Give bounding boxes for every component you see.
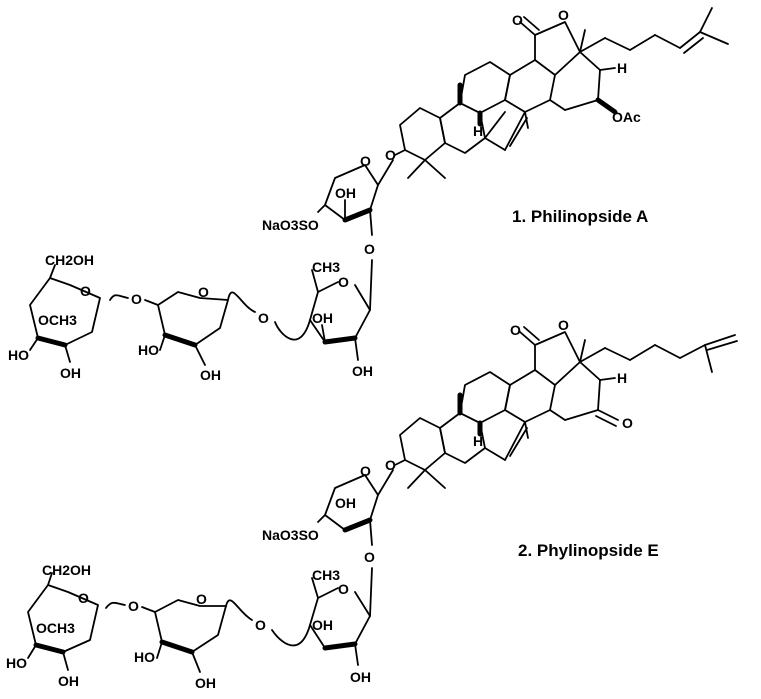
carbonyl-o-label: O	[512, 12, 523, 28]
ring-o-label: O	[360, 153, 371, 169]
oh-label: OH	[312, 310, 333, 326]
sulfate-label: NaO3SO	[262, 527, 319, 543]
oh-label: OH	[200, 367, 221, 383]
c3-o-label: O	[385, 457, 396, 473]
ring-o-label: O	[80, 283, 91, 299]
aglycone-2	[394, 326, 738, 489]
ho-label: HO	[6, 655, 27, 671]
ch3-label: CH3	[312, 259, 340, 275]
ring-o-label: O	[360, 463, 371, 479]
ch2oh-label: CH2OH	[42, 562, 91, 578]
c3-o-label: O	[385, 147, 396, 163]
ring-o-label: O	[338, 581, 349, 597]
oh-label: OH	[352, 363, 373, 379]
atom-labels-1: O O H OAc H O O OH NaO3SO O CH3 O OH OH …	[8, 7, 648, 383]
oh-label: OH	[312, 617, 333, 633]
oh-label: OH	[58, 673, 79, 689]
ho-label: HO	[8, 347, 29, 363]
h-label: H	[617, 60, 627, 76]
h-label: H	[617, 370, 627, 386]
h-label: H	[473, 123, 483, 139]
oh-label: OH	[335, 495, 356, 511]
compound-1-caption: 1. Philinopside A	[512, 207, 648, 226]
ring-o-label: O	[198, 284, 209, 300]
ch2oh-label: CH2OH	[45, 252, 94, 268]
sugar-chain-2	[27, 469, 394, 673]
ring-o-label: O	[78, 590, 89, 606]
oac-label: OAc	[612, 109, 641, 125]
ho-label: HO	[138, 342, 159, 358]
linker-o-label: O	[128, 598, 139, 614]
oh-label: OH	[350, 669, 371, 685]
h-label: H	[473, 433, 483, 449]
compound-2-caption: 2. Phylinopside E	[518, 541, 659, 560]
ch3-label: CH3	[312, 567, 340, 583]
lactone-o-label: O	[558, 7, 569, 23]
glyco-o-label: O	[364, 241, 375, 257]
aglycone-1	[394, 7, 729, 179]
ring-o-label: O	[338, 274, 349, 290]
oh-label: OH	[335, 185, 356, 201]
ketone-o-label: O	[622, 415, 633, 431]
glyco-o-label: O	[364, 549, 375, 565]
atom-labels-2: O O H O H O O OH NaO3SO O CH3 O OH OH O …	[6, 317, 659, 691]
sulfate-label: NaO3SO	[262, 217, 319, 233]
linker-o-label: O	[131, 291, 142, 307]
sugar-chain-1	[29, 159, 394, 366]
linker-o-label: O	[255, 617, 266, 633]
ring-o-label: O	[196, 591, 207, 607]
lactone-o-label: O	[558, 317, 569, 333]
oh-label: OH	[195, 675, 216, 691]
oh-label: OH	[60, 365, 81, 381]
carbonyl-o-label: O	[510, 322, 521, 338]
och3-label: OCH3	[38, 312, 77, 328]
linker-o-label: O	[258, 310, 269, 326]
och3-label: OCH3	[36, 620, 75, 636]
ho-label: HO	[134, 649, 155, 665]
